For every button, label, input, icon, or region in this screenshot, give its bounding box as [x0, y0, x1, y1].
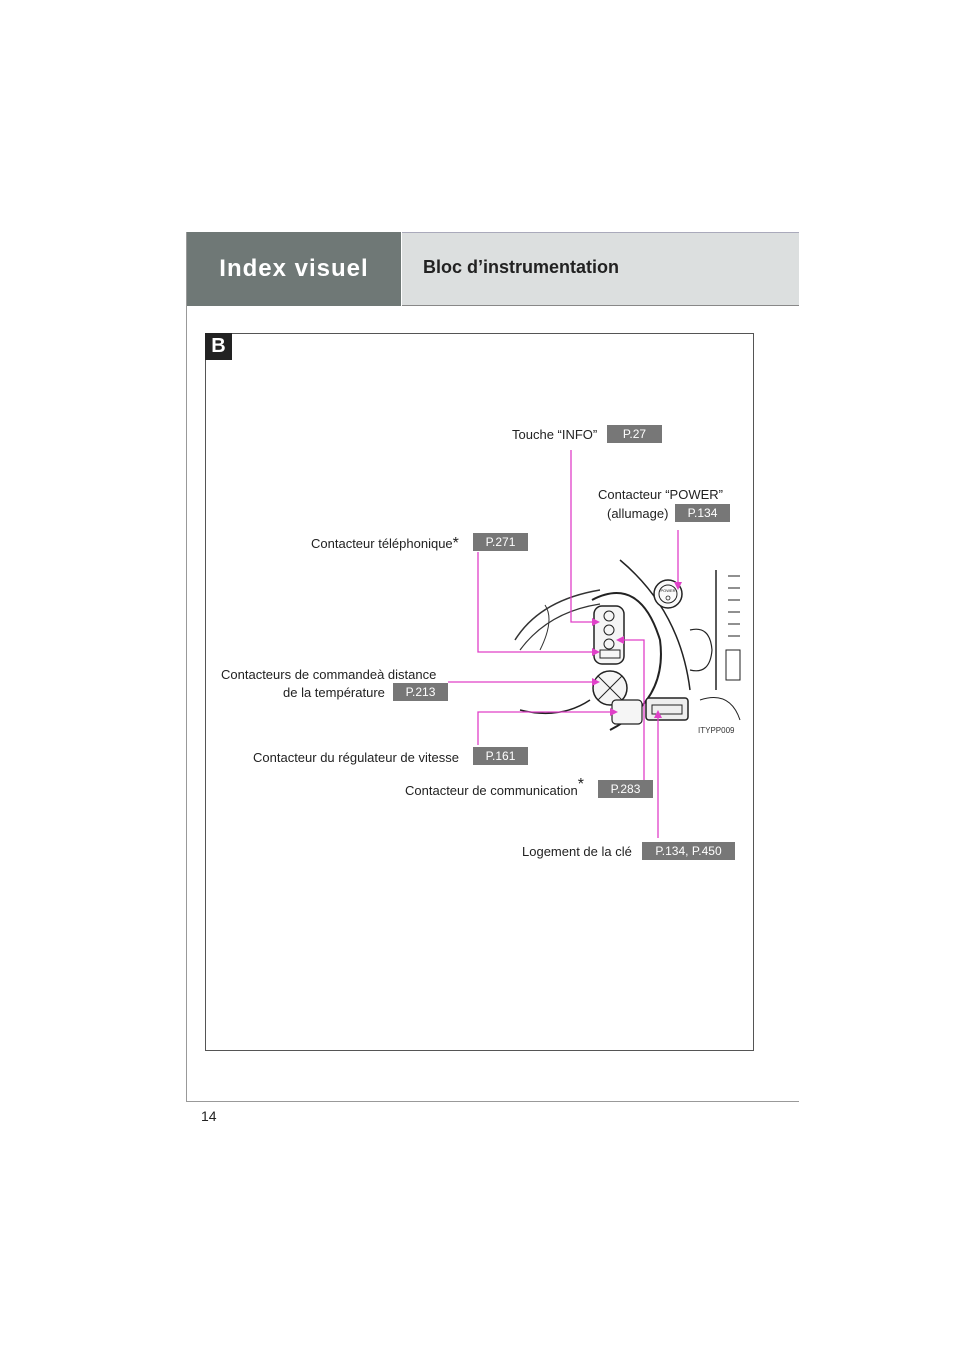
key-slot-label: Logement de la clé [522, 844, 632, 859]
section-title: Index visuel [219, 255, 369, 282]
communication-ref: P.283 [598, 780, 653, 798]
figure-code: ITYPP009 [698, 726, 735, 735]
page-header: Bloc d’instrumentation [402, 232, 799, 306]
info-ref: P.27 [607, 425, 662, 443]
communication-label: Contacteur de communication* [405, 776, 584, 798]
power-label-line2: (allumage) [607, 506, 669, 521]
power-ref: P.134 [675, 504, 730, 522]
page-frame-bottom [186, 1101, 799, 1102]
illustration-panel [205, 333, 754, 1051]
info-label: Touche “INFO” [512, 427, 598, 442]
cruise-label: Contacteur du régulateur de vitesse [253, 750, 459, 765]
power-button-text: POWER [660, 588, 675, 593]
page-title: Bloc d’instrumentation [423, 257, 620, 277]
page-number: 14 [201, 1108, 217, 1124]
asterisk: * [577, 776, 584, 793]
temperature-label-line1: Contacteurs de commandeà distance [221, 667, 437, 682]
phone-label: Contacteur téléphonique* [311, 535, 459, 552]
temperature-ref: P.213 [393, 683, 448, 701]
section-header: Index visuel [187, 232, 401, 306]
asterisk: * [452, 535, 459, 552]
page-frame-left [186, 232, 187, 1102]
power-label-line1: Contacteur “POWER” [598, 487, 723, 502]
temperature-label-line2: de la température [283, 685, 385, 700]
key-slot-ref: P.134, P.450 [642, 842, 735, 860]
cruise-ref: P.161 [473, 747, 528, 765]
panel-badge: B [205, 333, 232, 360]
phone-ref: P.271 [473, 533, 528, 551]
